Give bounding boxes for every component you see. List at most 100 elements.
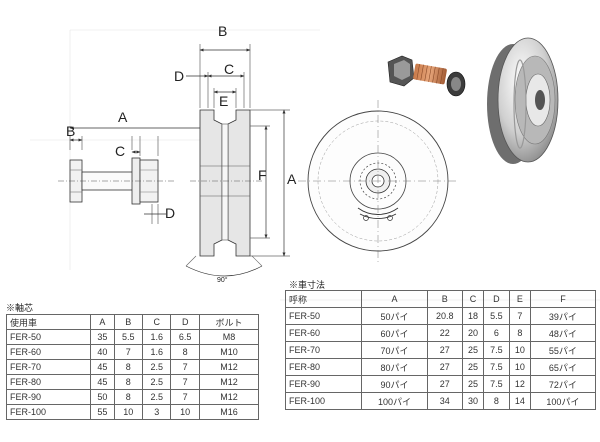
shaft-table-row-cell: 10 (170, 404, 200, 420)
wheel-table-row-cell: 90パイ (361, 375, 428, 393)
shaft-table-row-cell: FER-80 (5, 374, 92, 390)
shaft-table-row-cell: FER-70 (5, 359, 92, 375)
wheel-table-row-cell: 34 (426, 392, 463, 410)
wheel-table-row-cell: 60パイ (361, 324, 428, 342)
wheel-label-d: D (174, 68, 184, 84)
bolt-label-d: D (165, 205, 175, 221)
shaft-table-row-cell: 7 (113, 344, 143, 360)
wheel-table-row-cell: 8 (483, 392, 510, 410)
shaft-table-row-cell: 2.5 (141, 374, 172, 390)
shaft-header-cell: ボルト (198, 314, 260, 330)
bolt-label-c: C (115, 143, 125, 159)
shaft-table-row-cell: 5.5 (113, 329, 143, 345)
shaft-table-row-cell: FER-100 (5, 404, 92, 420)
wheel-front-drawing (298, 100, 458, 262)
shaft-table-row-cell: 35 (90, 329, 115, 345)
wheel-table-row-cell: 20.8 (426, 307, 463, 325)
shaft-header-cell: B (113, 314, 143, 330)
wheel-table-row-cell: 30 (461, 392, 485, 410)
bolt-label-b: B (66, 123, 75, 139)
wheel-table-row-cell: 14 (508, 392, 531, 410)
wheel-table-row-cell: 6 (483, 324, 510, 342)
wheel-table-row-cell: 25 (461, 341, 485, 359)
wheel-header-cell: D (483, 290, 510, 308)
wheel-table-row-cell: 25 (461, 358, 485, 376)
wheel-table-row-cell: 50パイ (361, 307, 428, 325)
shaft-table-header-row: 使用車 A B C D ボルト (5, 314, 260, 330)
shaft-table-row-cell: 3 (141, 404, 172, 420)
wheel-label-b: B (218, 23, 227, 39)
bolt-label-a: A (118, 109, 128, 125)
shaft-table-row-cell: 8 (113, 389, 143, 405)
shaft-table-row-cell: 6.5 (170, 329, 200, 345)
wheel-table-row-cell: FER-90 (284, 375, 363, 393)
shaft-table-row-cell: 45 (90, 359, 115, 375)
wheel-label-e: E (219, 93, 228, 109)
wheel-table-row-cell: FER-80 (284, 358, 363, 376)
shaft-table-row-cell: 8 (113, 359, 143, 375)
wheel-table-row-cell: 7 (508, 307, 531, 325)
shaft-header-cell: D (170, 314, 200, 330)
wheel-header-cell: A (361, 290, 428, 308)
shaft-table-row-cell: 55 (90, 404, 115, 420)
wheel-table-row-cell: 10 (508, 358, 531, 376)
shaft-table-row-cell: 50 (90, 389, 115, 405)
shaft-table-row-cell: FER-90 (5, 389, 92, 405)
wheel-header-cell: B (426, 290, 463, 308)
shaft-table-row-cell: FER-50 (5, 329, 92, 345)
shaft-table-row-cell: 7 (170, 389, 200, 405)
angle-arc (185, 265, 263, 277)
wheel-header-cell: 呼称 (284, 290, 363, 308)
wheel-table-row-cell: FER-60 (284, 324, 363, 342)
wheel-table-header-row: 呼称 A B C D E F (284, 290, 597, 308)
shaft-table-title: ※軸芯 (6, 303, 34, 313)
bolt-photo (387, 55, 466, 97)
shaft-header-cell: 使用車 (5, 314, 92, 330)
wheel-photo (487, 37, 559, 164)
wheel-table-row-cell: FER-50 (284, 307, 363, 325)
wheel-table-row-cell: 27 (426, 358, 463, 376)
shaft-table-row-cell: 8 (170, 344, 200, 360)
wheel-table-row-cell: 72パイ (529, 375, 597, 393)
wheel-table-row-cell: 65パイ (529, 358, 597, 376)
wheel-table-row-cell: 22 (426, 324, 463, 342)
wheel-header-cell: F (529, 290, 597, 308)
wheel-label-c: C (224, 61, 234, 77)
wheel-label-a: A (287, 171, 297, 187)
shaft-table-row-cell: M8 (198, 329, 260, 345)
wheel-table-row-cell: 8 (508, 324, 531, 342)
shaft-table-row-cell: 8 (113, 374, 143, 390)
wheel-table-row-cell: FER-70 (284, 341, 363, 359)
wheel-table-row-cell: 55パイ (529, 341, 597, 359)
wheel-table-row-cell: 39パイ (529, 307, 597, 325)
shaft-table-row-cell: 1.6 (141, 329, 172, 345)
shaft-table-row-cell: 2.5 (141, 359, 172, 375)
shaft-table-row-cell: 7 (170, 374, 200, 390)
shaft-table-row-cell: M12 (198, 374, 260, 390)
wheel-table-row-cell: FER-100 (284, 392, 363, 410)
angle-label: 90° (217, 276, 228, 284)
shaft-table-row-cell: M16 (198, 404, 260, 420)
wheel-table-row-cell: 25 (461, 375, 485, 393)
wheel-table-row-cell: 20 (461, 324, 485, 342)
wheel-table-row-cell: 7.5 (483, 358, 510, 376)
wheel-table-row-cell: 5.5 (483, 307, 510, 325)
wheel-table-row-cell: 48パイ (529, 324, 597, 342)
wheel-table-row-cell: 7.5 (483, 375, 510, 393)
shaft-table-row-cell: M12 (198, 389, 260, 405)
shaft-table-row-cell: M12 (198, 359, 260, 375)
